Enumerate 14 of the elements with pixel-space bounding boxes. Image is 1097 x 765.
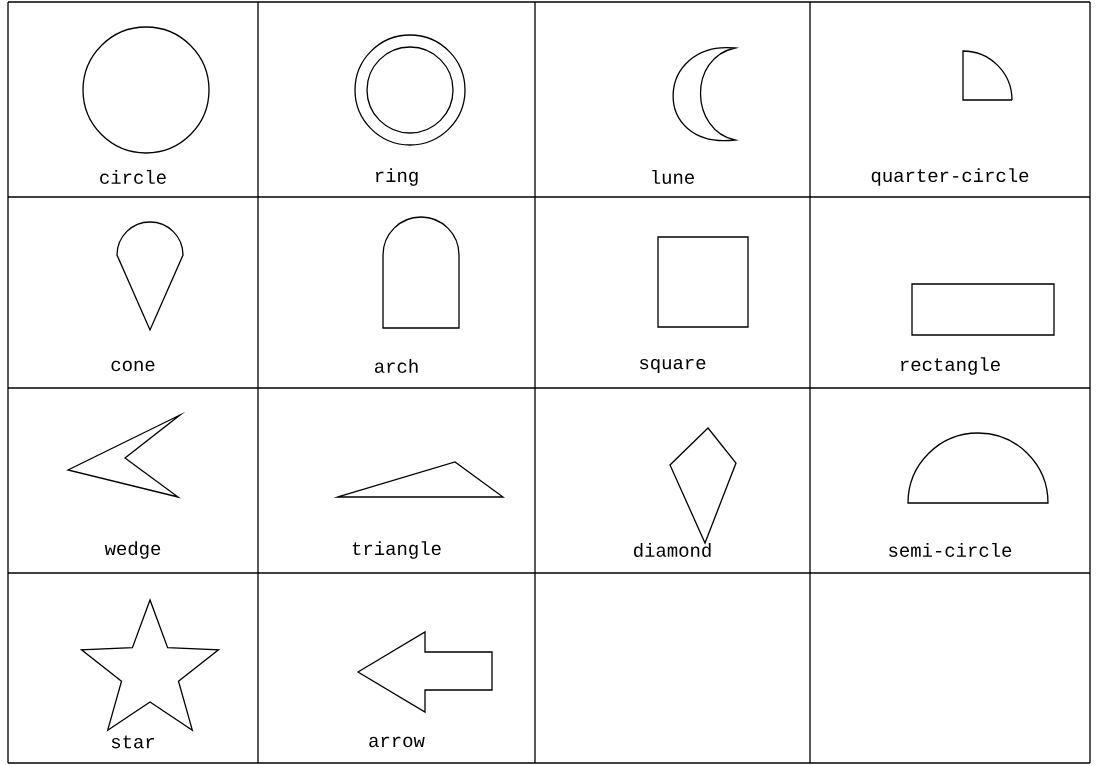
shape-label: square <box>639 358 706 374</box>
shape-label: semi-circle <box>889 543 1012 557</box>
shape-label: cone <box>111 360 155 372</box>
shape-label: wedge <box>104 541 161 559</box>
shape-label: triangle <box>352 541 441 559</box>
shape-label: arch <box>375 359 418 373</box>
shape-label: diamond <box>634 543 711 557</box>
shape-label: ring <box>376 168 418 186</box>
shape-label: star <box>111 735 154 749</box>
shape-label: circle <box>100 170 166 184</box>
shape-label: rectangle <box>901 357 1000 375</box>
shape-label: lune <box>652 170 694 184</box>
shape-label: arrow <box>369 736 425 748</box>
shape-label: quarter-circle <box>871 168 1029 186</box>
